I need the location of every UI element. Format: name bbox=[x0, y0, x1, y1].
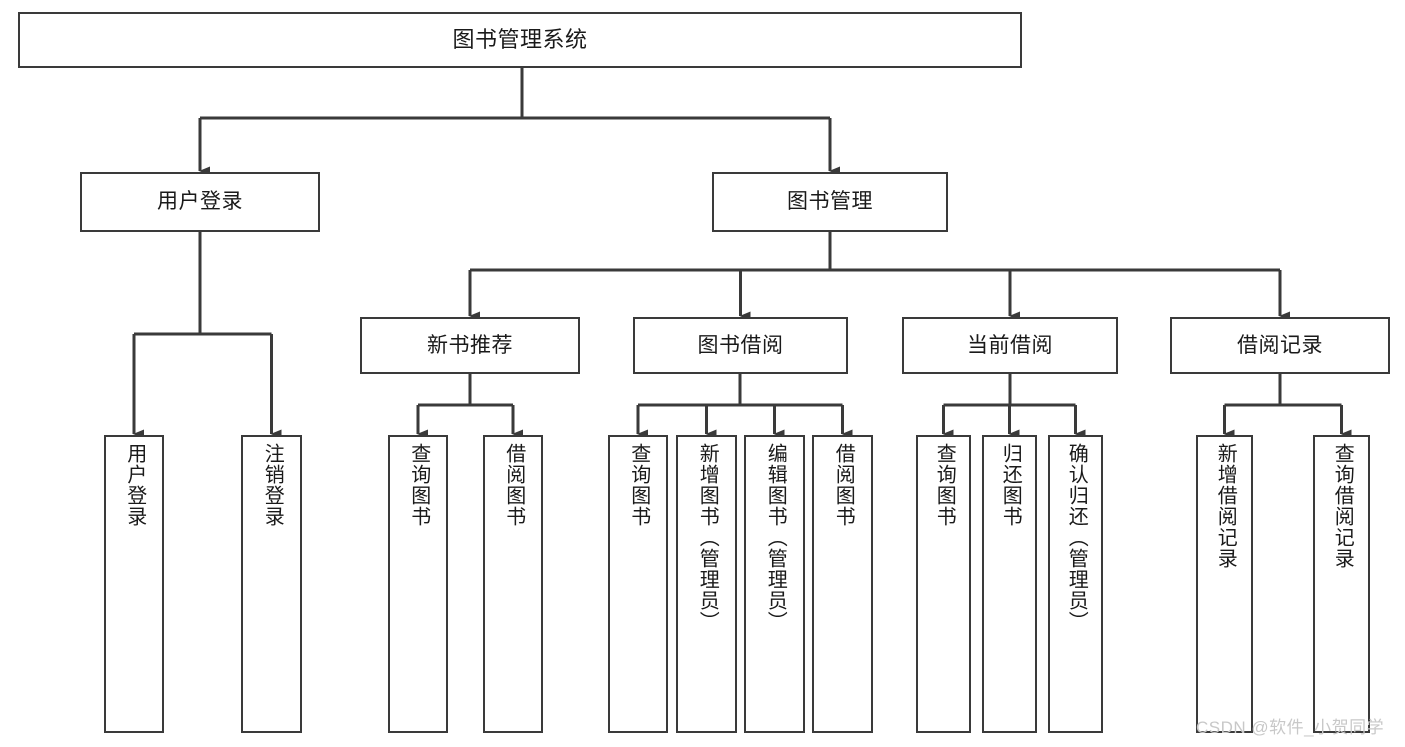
node-leaf-add-borrow-record-label: 新增借阅记录 bbox=[1214, 443, 1237, 569]
node-leaf-query-book-borrow[interactable]: 查询图书 bbox=[608, 435, 668, 733]
node-book-borrow-label: 图书借阅 bbox=[697, 333, 784, 357]
node-leaf-confirm-return-admin[interactable]: 确认归还（管理员） bbox=[1048, 435, 1103, 733]
node-leaf-query-book-current-label: 查询图书 bbox=[933, 443, 956, 527]
node-leaf-edit-book-admin[interactable]: 编辑图书（管理员） bbox=[744, 435, 805, 733]
node-user-login[interactable]: 用户登录 bbox=[80, 172, 320, 232]
node-leaf-confirm-return-admin-label: 确认归还（管理员） bbox=[1065, 443, 1088, 632]
node-book-borrow[interactable]: 图书借阅 bbox=[633, 317, 848, 374]
node-leaf-borrow-book-rec[interactable]: 借阅图书 bbox=[483, 435, 543, 733]
node-leaf-return-book-label: 归还图书 bbox=[999, 443, 1022, 527]
node-current-borrow[interactable]: 当前借阅 bbox=[902, 317, 1118, 374]
node-leaf-add-book-admin[interactable]: 新增图书（管理员） bbox=[676, 435, 737, 733]
node-leaf-borrow-book[interactable]: 借阅图书 bbox=[812, 435, 873, 733]
node-leaf-user-login[interactable]: 用户登录 bbox=[104, 435, 164, 733]
node-leaf-query-book-current[interactable]: 查询图书 bbox=[916, 435, 971, 733]
node-leaf-query-book-rec[interactable]: 查询图书 bbox=[388, 435, 448, 733]
node-leaf-query-book-borrow-label: 查询图书 bbox=[627, 443, 650, 527]
node-leaf-add-book-admin-label: 新增图书（管理员） bbox=[696, 443, 719, 632]
node-leaf-logout-label: 注销登录 bbox=[261, 443, 284, 527]
node-current-borrow-label: 当前借阅 bbox=[967, 333, 1053, 357]
node-leaf-edit-book-admin-label: 编辑图书（管理员） bbox=[764, 443, 787, 632]
node-leaf-logout[interactable]: 注销登录 bbox=[241, 435, 302, 733]
node-borrow-records-label: 借阅记录 bbox=[1237, 333, 1323, 357]
node-root-label: 图书管理系统 bbox=[452, 26, 588, 52]
node-user-login-label: 用户登录 bbox=[157, 190, 243, 214]
node-borrow-records[interactable]: 借阅记录 bbox=[1170, 317, 1390, 374]
node-book-management[interactable]: 图书管理 bbox=[712, 172, 948, 232]
node-leaf-add-borrow-record[interactable]: 新增借阅记录 bbox=[1196, 435, 1253, 733]
node-book-management-label: 图书管理 bbox=[787, 190, 873, 214]
node-leaf-borrow-book-label: 借阅图书 bbox=[832, 443, 855, 527]
node-new-book-recommend[interactable]: 新书推荐 bbox=[360, 317, 580, 374]
node-new-book-recommend-label: 新书推荐 bbox=[427, 333, 513, 357]
node-leaf-return-book[interactable]: 归还图书 bbox=[982, 435, 1037, 733]
node-leaf-query-borrow-record[interactable]: 查询借阅记录 bbox=[1313, 435, 1370, 733]
node-leaf-query-book-rec-label: 查询图书 bbox=[407, 443, 430, 527]
node-leaf-query-borrow-record-label: 查询借阅记录 bbox=[1331, 443, 1354, 569]
node-leaf-borrow-book-rec-label: 借阅图书 bbox=[502, 443, 525, 527]
node-root[interactable]: 图书管理系统 bbox=[18, 12, 1022, 68]
node-leaf-user-login-label: 用户登录 bbox=[123, 443, 146, 527]
